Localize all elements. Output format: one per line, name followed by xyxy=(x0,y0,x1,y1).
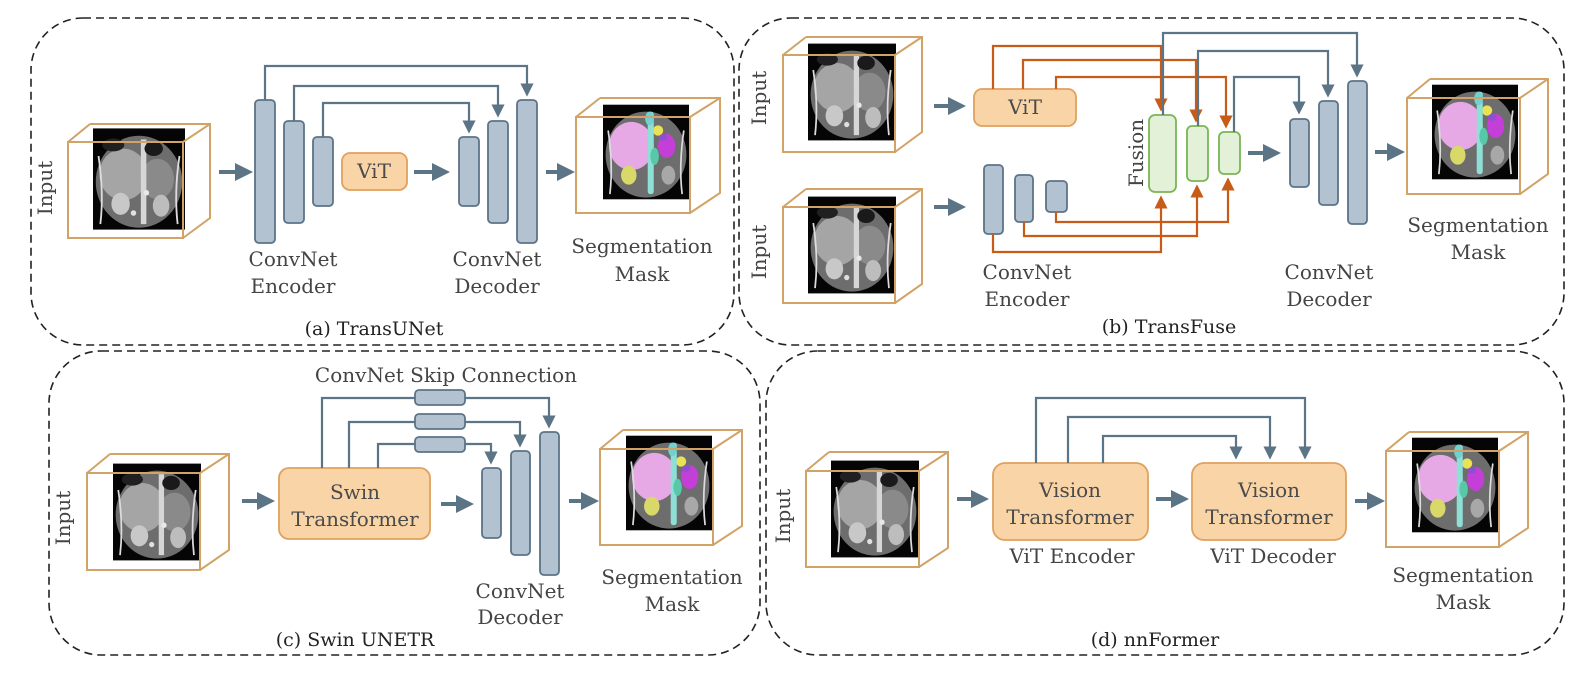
decoder-block-1 xyxy=(458,136,480,207)
skip-connection-2 xyxy=(292,84,505,121)
input-label: Input xyxy=(771,489,795,544)
decoder-block-3 xyxy=(1347,80,1368,225)
encoder-block-2 xyxy=(1014,174,1034,223)
vit-to-fusion-2 xyxy=(1021,58,1203,123)
decoder-block-3 xyxy=(539,431,560,576)
fusion-block-3 xyxy=(1218,131,1241,175)
output-label-line1: Segmentation xyxy=(1392,563,1533,587)
vit-block xyxy=(341,152,408,191)
input-volume-top xyxy=(782,36,923,153)
input-volume xyxy=(67,123,211,239)
output-label-line2: Mask xyxy=(615,262,671,286)
fusion-to-decoder-2 xyxy=(1196,49,1335,126)
skip-conv-block-2 xyxy=(414,413,466,430)
skip-connection-label: ConvNet Skip Connection xyxy=(315,363,577,387)
skip-connection-2 xyxy=(1066,415,1277,463)
input-volume xyxy=(86,453,230,571)
panel-b-border xyxy=(738,17,1565,346)
skip-connection-1 xyxy=(1034,396,1312,463)
vit-encoder-block-line2: Transformer xyxy=(1006,505,1134,529)
encoder-to-fusion-2 xyxy=(1022,184,1204,238)
decoder-block-1 xyxy=(481,467,502,539)
panel-a: Input ViT ConvNet Encoder ConvNet Decode… xyxy=(33,64,721,340)
input-label-top: Input xyxy=(747,71,771,126)
decoder-label-line2: Decoder xyxy=(477,605,563,629)
encoder-to-fusion-1 xyxy=(991,195,1168,254)
vit-encoder-block-line1: Vision xyxy=(1038,478,1101,502)
encoder-label-line2: Encoder xyxy=(251,274,336,298)
segmentation-mask-volume xyxy=(599,429,743,546)
vit-decoder-block-line2: Transformer xyxy=(1205,505,1333,529)
vit-block xyxy=(973,88,1077,127)
input-label: Input xyxy=(51,491,75,546)
vit-encoder-block xyxy=(992,462,1149,541)
segmentation-mask-volume xyxy=(575,97,721,214)
decoder-block-2 xyxy=(510,450,531,556)
panel-caption: (a) TransUNet xyxy=(305,318,444,340)
fusion-to-decoder-3 xyxy=(1232,75,1306,132)
encoder-label-line1: ConvNet xyxy=(983,260,1072,284)
encoder-label-line1: ConvNet xyxy=(249,247,338,271)
output-label-line2: Mask xyxy=(1451,240,1507,264)
skip-connection-3 xyxy=(321,101,476,137)
input-volume xyxy=(805,451,949,568)
segmentation-mask-volume xyxy=(1406,78,1549,195)
decoder-label-line1: ConvNet xyxy=(453,247,542,271)
panel-caption: (c) Swin UNETR xyxy=(276,629,435,651)
skip-connection-1 xyxy=(263,64,534,100)
vit-decoder-block-line1: Vision xyxy=(1237,478,1300,502)
panel-caption: (d) nnFormer xyxy=(1091,629,1220,651)
panel-d: Input Vision Transformer Vision Transfor… xyxy=(771,396,1534,651)
output-label-line1: Segmentation xyxy=(1407,213,1548,237)
swin-transformer-label-line1: Swin xyxy=(330,480,380,504)
encoder-block-3 xyxy=(1045,180,1068,213)
panel-caption: (b) TransFuse xyxy=(1102,316,1237,338)
skip-conv-block-1 xyxy=(414,389,466,406)
decoder-block-1 xyxy=(1289,118,1310,188)
output-label-line1: Segmentation xyxy=(601,565,742,589)
decoder-block-2 xyxy=(487,120,509,224)
vit-encoder-label: ViT Encoder xyxy=(1008,544,1135,568)
panel-a-border xyxy=(30,17,735,346)
panel-d-border xyxy=(765,350,1565,656)
decoder-block-2 xyxy=(1318,100,1339,206)
fusion-label: Fusion xyxy=(1124,119,1148,187)
input-volume-bottom xyxy=(782,188,923,304)
fusion-to-decoder-1 xyxy=(1161,31,1364,115)
vit-label: ViT xyxy=(1007,95,1042,119)
decoder-label-line1: ConvNet xyxy=(476,579,565,603)
vit-decoder-label: ViT Decoder xyxy=(1209,544,1336,568)
segmentation-mask-volume xyxy=(1385,431,1529,548)
vit-label: ViT xyxy=(356,159,391,183)
output-label-line2: Mask xyxy=(1436,590,1492,614)
fusion-block-1 xyxy=(1148,114,1177,193)
encoder-block-2 xyxy=(283,120,305,224)
vit-to-fusion-3 xyxy=(1054,75,1233,129)
panel-c-border xyxy=(48,350,761,656)
output-label-line1: Segmentation xyxy=(571,234,712,258)
fusion-block-2 xyxy=(1186,125,1209,182)
decoder-block-3 xyxy=(516,99,538,244)
encoder-block-1 xyxy=(254,99,276,244)
panel-c: Input Swin Transformer ConvNet Skip Conn… xyxy=(51,363,743,651)
decoder-label-line2: Decoder xyxy=(1286,287,1372,311)
encoder-block-3 xyxy=(312,136,334,207)
vit-decoder-block xyxy=(1191,462,1347,541)
decoder-label-line1: ConvNet xyxy=(1285,260,1374,284)
input-label: Input xyxy=(33,161,57,216)
encoder-to-fusion-3 xyxy=(1054,177,1235,224)
decoder-label-line2: Decoder xyxy=(454,274,540,298)
panel-b: Input Input ViT Fusion xyxy=(747,31,1549,338)
output-label-line2: Mask xyxy=(645,592,701,616)
skip-conv-block-3 xyxy=(414,436,466,453)
encoder-block-1 xyxy=(983,164,1004,235)
swin-transformer-label-line2: Transformer xyxy=(291,507,419,531)
encoder-label-line2: Encoder xyxy=(985,287,1070,311)
skip-connection-3 xyxy=(1101,434,1243,463)
swin-transformer-block xyxy=(278,467,431,540)
input-label-bottom: Input xyxy=(747,225,771,280)
